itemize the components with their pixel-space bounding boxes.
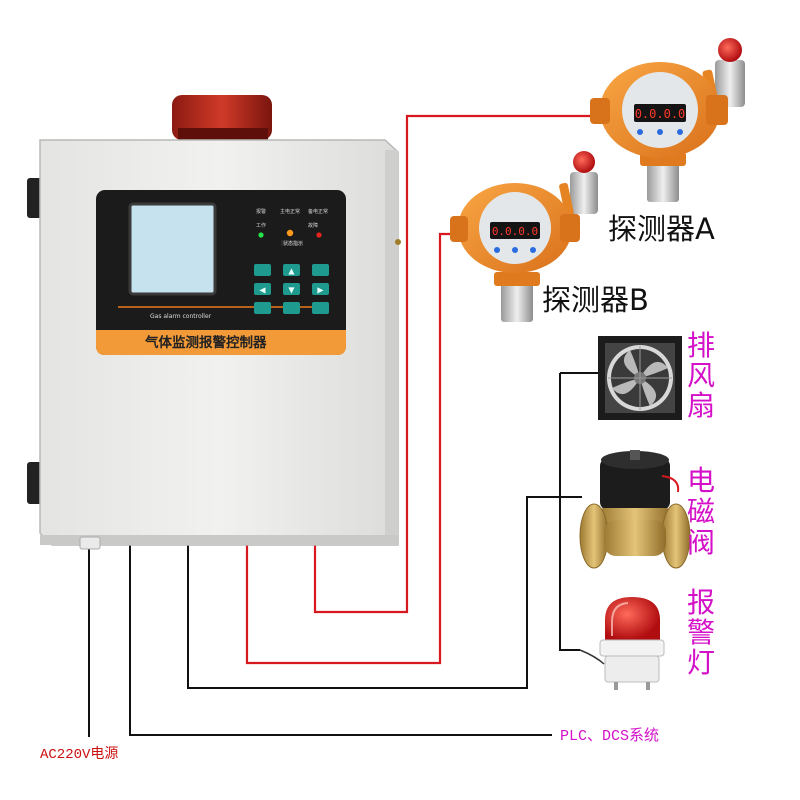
control-wires: [88, 372, 598, 737]
panel-subtitle: Gas alarm controller: [150, 313, 212, 320]
signal-wires: [245, 114, 610, 665]
system-label: PLC、DCS系统: [560, 727, 659, 745]
detector-a-wire: [313, 114, 610, 614]
detector-a-probe: [647, 160, 679, 202]
lcd-screen: [128, 202, 217, 296]
keypad-arrow-icon: ▲: [288, 267, 295, 276]
led-green: [258, 232, 264, 238]
fan-label: 排 风 扇: [687, 329, 715, 422]
hinge-bottom: [27, 462, 43, 504]
fan-label-char-3: 扇: [687, 389, 715, 422]
indicator-label-work: 工作: [256, 222, 266, 229]
keypad-key[interactable]: [312, 283, 329, 295]
valve-label-char-2: 磁: [687, 495, 715, 528]
keypad-key[interactable]: [254, 283, 271, 295]
keypad-key[interactable]: [283, 264, 300, 276]
keypad-key[interactable]: [312, 302, 329, 314]
led-orange: [286, 229, 294, 237]
keypad-arrow-icon: ◀: [259, 286, 266, 295]
detector-b-display: [490, 222, 540, 239]
power-label: AC220V电源: [40, 746, 118, 763]
detector-b-wire: [245, 232, 462, 665]
fan-label-char-2: 风: [687, 359, 715, 392]
keypad-key[interactable]: [283, 302, 300, 314]
status-indicator-tag: 状态指示: [283, 240, 303, 247]
indicator-panel: 报警 主电正常 备电正常 工作 故障 状态指示: [256, 208, 328, 247]
keypad-key[interactable]: [283, 283, 300, 295]
alarm-lamp-icon: [579, 597, 665, 690]
indicator-label-main-power: 主电正常: [280, 208, 300, 215]
panel-title: 气体监测报警控制器: [144, 334, 267, 351]
valve-flange-right: [661, 503, 691, 569]
hinge-top: [27, 178, 43, 218]
detector-a-label: 探测器A: [608, 212, 715, 246]
valve-label: 电 磁 阀: [687, 464, 715, 559]
keypad-arrow-icon: ▼: [288, 286, 295, 295]
detector-b-readout: 0.0.0.0: [492, 225, 538, 238]
led-red: [316, 232, 322, 238]
lamp-label-char-3: 灯: [687, 646, 715, 679]
solenoid-valve-icon: [579, 450, 691, 569]
keypad-key[interactable]: [254, 264, 271, 276]
valve-wire: [187, 496, 582, 689]
system-wire: [129, 545, 552, 736]
keypad-key[interactable]: [254, 302, 271, 314]
detector-b: 0.0.0.0 探测器B: [450, 151, 649, 322]
detector-a: 0.0.0.0 探测器A: [590, 38, 745, 246]
lamp-label-char-1: 报: [687, 586, 715, 619]
controller-cabinet: Gas alarm controller 气体监测报警控制器 报警 主电正常 备…: [27, 95, 401, 550]
indicator-label-backup-power: 备电正常: [308, 208, 328, 215]
indicator-label-fault: 故障: [308, 222, 318, 229]
valve-label-char-1: 电: [687, 464, 715, 497]
indicator-label-alarm: 报警: [256, 208, 266, 215]
detector-a-beacon: [718, 38, 742, 62]
keypad: ▲ ◀ ▼ ▶: [254, 264, 329, 314]
fan-wire: [559, 373, 580, 651]
keypad-arrow-icon: ▶: [317, 286, 324, 295]
detector-a-display: [634, 104, 686, 122]
detector-a-readout: 0.0.0.0: [635, 107, 686, 121]
valve-label-char-3: 阀: [687, 526, 715, 559]
exhaust-fan-icon: [598, 336, 682, 420]
lamp-label: 报 警 灯: [687, 586, 715, 679]
detector-b-beacon: [573, 151, 595, 173]
detector-b-label: 探测器B: [542, 283, 649, 317]
fan-label-char-1: 排: [687, 329, 715, 362]
lamp-label-char-2: 警: [687, 616, 715, 649]
cable-gland: [79, 536, 101, 550]
keypad-key[interactable]: [312, 264, 329, 276]
valve-flange-left: [579, 503, 609, 569]
detector-b-beacon-base: [570, 172, 598, 214]
detector-b-probe: [501, 282, 533, 322]
